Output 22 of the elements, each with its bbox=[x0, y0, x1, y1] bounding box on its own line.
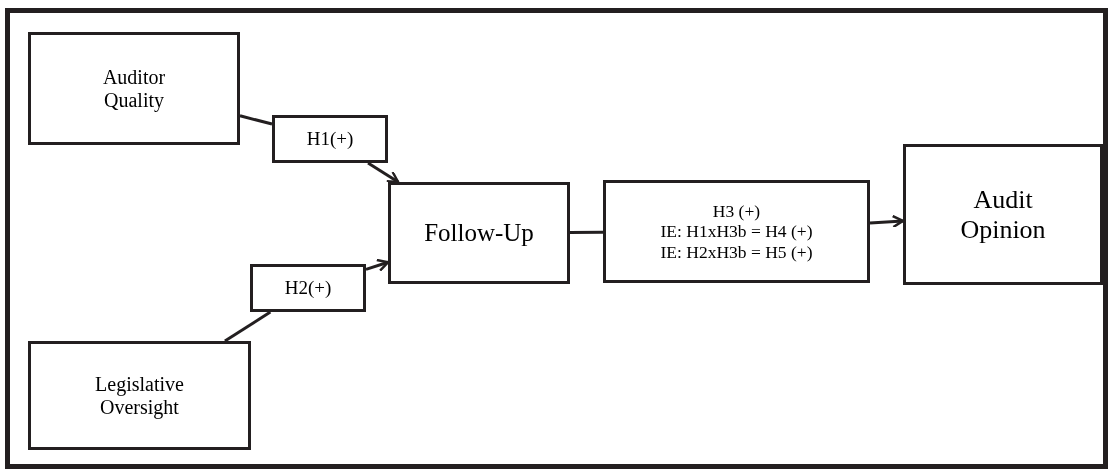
construct-box bbox=[28, 32, 240, 145]
connector-line bbox=[239, 114, 273, 126]
box-label: IE: H2xH3b = H5 (+) bbox=[660, 241, 813, 262]
box-label: Audit Opinion bbox=[959, 184, 1047, 245]
box-label: Follow-Up bbox=[424, 218, 534, 248]
box-label: Auditor Quality bbox=[101, 65, 167, 112]
box-label: H1(+) bbox=[306, 128, 354, 150]
construct-box bbox=[388, 182, 570, 284]
connector-line bbox=[224, 310, 272, 343]
box-label: H2(+) bbox=[284, 277, 332, 299]
construct-box bbox=[28, 341, 251, 450]
arrow bbox=[367, 161, 400, 184]
hypothesis-box bbox=[272, 115, 388, 163]
box-label: IE: H1xH3b = H4 (+) bbox=[660, 221, 813, 242]
box-label: Legislative Oversight bbox=[94, 372, 185, 419]
connector-line bbox=[570, 230, 603, 234]
hypothesis-box bbox=[250, 264, 366, 312]
construct-box bbox=[903, 144, 1103, 285]
box-label: H3 (+) bbox=[712, 201, 761, 222]
construct-box bbox=[603, 180, 870, 283]
arrow bbox=[365, 258, 390, 272]
arrow bbox=[869, 214, 905, 229]
